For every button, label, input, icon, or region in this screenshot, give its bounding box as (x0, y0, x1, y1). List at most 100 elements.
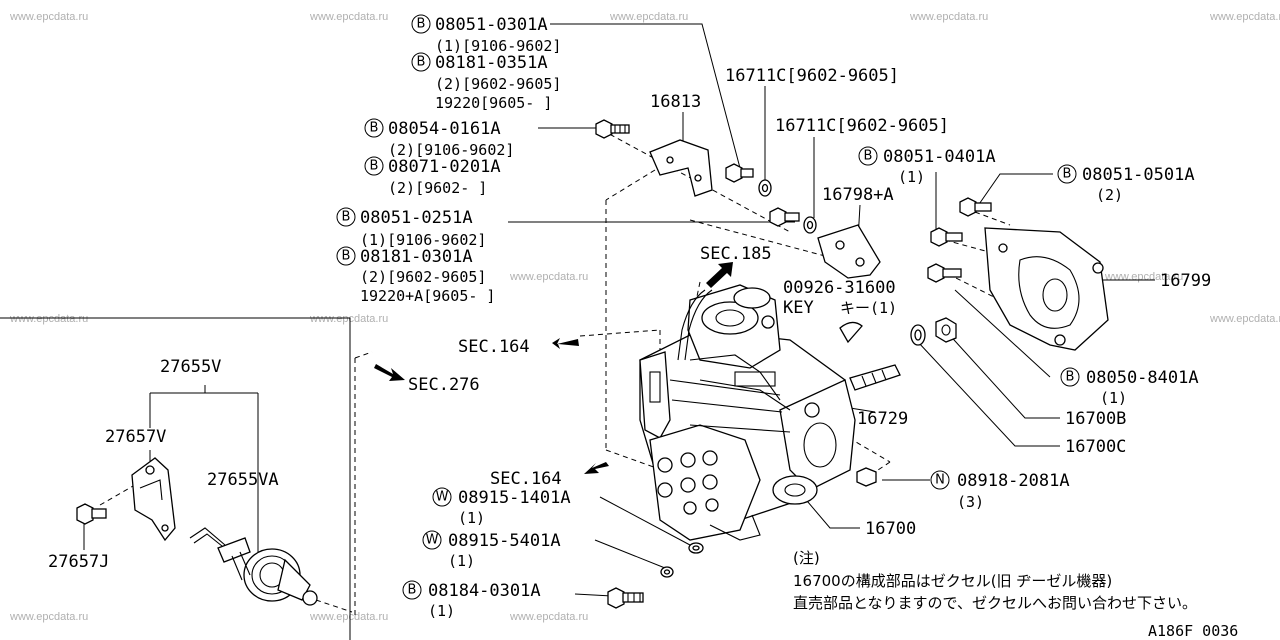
watermark-text: www.epcdata.ru (309, 11, 388, 23)
callout-sub: (2) (1096, 186, 1123, 204)
b-mark-icon (336, 207, 356, 227)
nut-icon (935, 317, 957, 343)
watermark-text: www.epcdata.ru (9, 611, 88, 623)
watermark-text: www.epcdata.ru (1209, 313, 1280, 325)
part-label-27657v[interactable]: 27657V (105, 427, 166, 447)
sec-185-label[interactable]: SEC.185 (700, 244, 772, 264)
callout-mark: B (342, 249, 351, 264)
callout-mark: B (1066, 370, 1075, 385)
part-label-16711c[interactable]: 16711C[9602-9605] (725, 66, 899, 86)
callout-sub: (1) (448, 552, 475, 570)
b-mark-icon (411, 52, 431, 72)
bolt-icon (595, 119, 630, 139)
watermark-text: www.epcdata.ru (309, 611, 388, 623)
part-label-27655va[interactable]: 27655VA (207, 470, 279, 490)
callout-code: 08050-8401A (1086, 368, 1199, 388)
nut-icon (856, 467, 877, 487)
cable-assembly-icon (76, 457, 318, 606)
callout-mark: N (935, 473, 945, 488)
callout-08181-0301A[interactable]: B 08181-0301A (2)[9602-9605] 19220+A[960… (336, 246, 495, 305)
callout-mark: W (436, 490, 449, 505)
callout-08051-0301A[interactable]: B 08051-0301A (1)[9106-9602] (411, 14, 561, 55)
part-label-27657j[interactable]: 27657J (48, 552, 109, 572)
watermark-text: www.epcdata.ru (509, 611, 588, 623)
o-ring-icon (910, 324, 926, 346)
callout-code: 08051-0501A (1082, 165, 1195, 185)
bolt-icon (927, 263, 962, 283)
b-mark-icon (1060, 367, 1080, 387)
callout-mark: B (408, 583, 417, 598)
part-label-16729[interactable]: 16729 (857, 409, 908, 429)
sec-164-arrow-icon (552, 338, 579, 349)
callout-mark: B (370, 121, 379, 136)
b-mark-icon (364, 156, 384, 176)
part-label-key-code[interactable]: 00926-31600 (783, 278, 896, 298)
callout-code: 08051-0301A (435, 15, 548, 35)
callout-mark: W (426, 533, 439, 548)
part-label-16700c[interactable]: 16700C (1065, 437, 1126, 457)
part-label-16700[interactable]: 16700 (865, 519, 916, 539)
watermark-text: www.epcdata.ru (509, 271, 588, 283)
callout-sub: (2)[9602-9605] (435, 75, 561, 93)
watermark-text: www.epcdata.ru (1209, 11, 1280, 23)
part-label-16711c[interactable]: 16711C[9602-9605] (775, 116, 949, 136)
callout-mark: B (864, 149, 873, 164)
watermark-text: www.epcdata.ru (309, 313, 388, 325)
b-mark-icon (411, 14, 431, 34)
callout-code: 08051-0401A (883, 147, 996, 167)
callout-08184-0301A[interactable]: B 08184-0301A (1) (402, 580, 541, 620)
n-mark-icon (930, 470, 950, 490)
sec-164-label[interactable]: SEC.164 (490, 469, 562, 489)
callout-sub: (1)[9106-9602] (435, 37, 561, 55)
sec-164-label[interactable]: SEC.164 (458, 337, 530, 357)
part-label-key-jp: キー(1) (840, 299, 897, 317)
bolt-icon (930, 227, 963, 247)
callout-mark: B (370, 159, 379, 174)
part-label-16799[interactable]: 16799 (1160, 271, 1211, 291)
injection-pump-icon (639, 284, 856, 541)
callout-08181-0351A[interactable]: B 08181-0351A (2)[9602-9605] 19220[9605-… (411, 52, 561, 112)
b-mark-icon (364, 118, 384, 138)
callout-code: 08054-0161A (388, 119, 501, 139)
leader-lines (83, 23, 1155, 597)
callout-code: 08071-0201A (388, 157, 501, 177)
callout-code: 08181-0351A (435, 53, 548, 73)
w-mark-icon (422, 530, 442, 550)
callout-code: 08184-0301A (428, 581, 541, 601)
bracket-16799-icon (984, 227, 1109, 351)
callout-mark: B (342, 210, 351, 225)
note-line: 16700の構成部品はゼクセル(旧 ヂーゼル機器) (793, 572, 1112, 590)
diagram-ref: A186F 0036 (1148, 622, 1238, 640)
callout-08050-8401A[interactable]: B 08050-8401A (1) (1060, 367, 1199, 407)
callout-08915-5401A[interactable]: W 08915-5401A (1) (422, 530, 561, 570)
sec-276-label[interactable]: SEC.276 (408, 375, 480, 395)
part-label-16700b[interactable]: 16700B (1065, 409, 1126, 429)
sec-276-arrow-icon (374, 364, 405, 381)
callout-sub: (3) (957, 493, 984, 511)
callout-08071-0201A[interactable]: B 08071-0201A (2)[9602- ] (364, 156, 501, 197)
watermarks: www.epcdata.ru www.epcdata.ru www.epcdat… (9, 11, 1280, 623)
b-mark-icon (336, 246, 356, 266)
sec-185-arrow-icon (706, 262, 733, 288)
part-label-16813[interactable]: 16813 (650, 92, 701, 112)
note-line: 直売部品となりますので、ゼクセルへお問い合わせ下さい。 (793, 594, 1197, 612)
bolt-icon (607, 587, 644, 609)
callout-08054-0161A[interactable]: B 08054-0161A (2)[9106-9602] (364, 118, 514, 159)
callout-08915-1401A[interactable]: W 08915-1401A (1) (432, 487, 571, 527)
callout-sub: (2)[9106-9602] (388, 141, 514, 159)
bracket-16813-icon (649, 139, 713, 197)
part-label-16798a[interactable]: 16798+A (822, 185, 894, 205)
callout-08051-0501A[interactable]: B 08051-0501A (2) (1057, 164, 1195, 204)
bolt-icon (959, 197, 992, 217)
stud-icon (849, 364, 901, 391)
callout-08918-2081A[interactable]: N 08918-2081A (3) (930, 470, 1070, 511)
b-mark-icon (858, 146, 878, 166)
b-mark-icon (402, 580, 422, 600)
callout-sub: (1) (458, 509, 485, 527)
bracket-16798-icon (817, 224, 881, 279)
callout-sub: (2)[9602-9605] (360, 268, 486, 286)
callout-08051-0251A[interactable]: B 08051-0251A (1)[9106-9602] (336, 207, 486, 249)
part-label-27655v[interactable]: 27655V (160, 357, 221, 377)
callout-08051-0401A[interactable]: B 08051-0401A (1) (858, 146, 996, 186)
